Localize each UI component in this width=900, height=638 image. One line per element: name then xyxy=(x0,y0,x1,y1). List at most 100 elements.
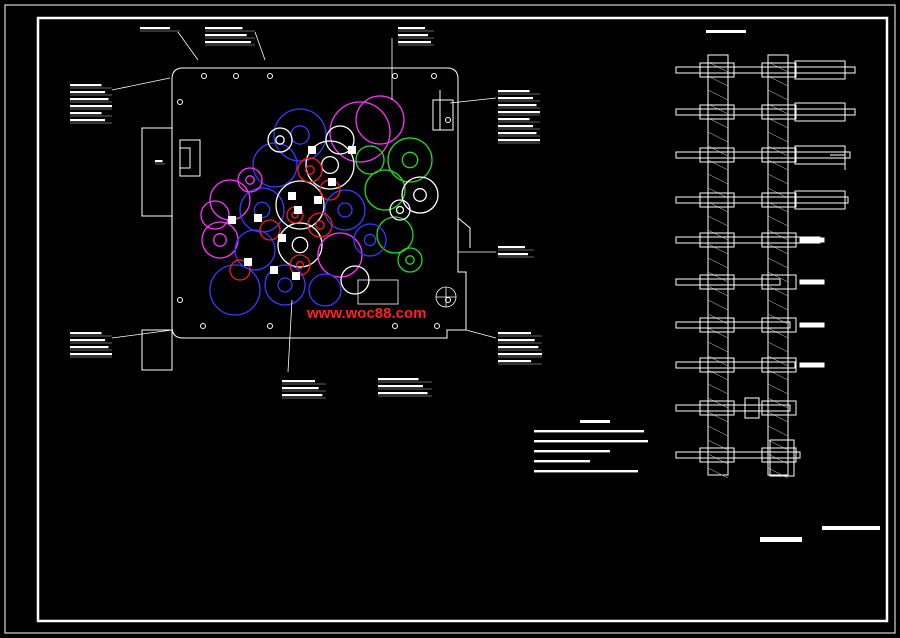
callout-text-line xyxy=(498,346,539,349)
bearing-mark xyxy=(244,258,252,266)
shaft xyxy=(675,274,825,290)
coupling xyxy=(744,397,760,419)
bearing-right xyxy=(761,192,797,208)
shaft xyxy=(675,447,801,463)
gear-circle xyxy=(229,259,251,281)
callout-text-line xyxy=(498,139,540,142)
callout-text-line xyxy=(70,105,112,108)
gear-circle xyxy=(317,232,363,278)
bearing-left xyxy=(699,317,735,333)
shaft xyxy=(675,232,825,248)
gear-hub xyxy=(213,233,227,247)
callout-right-lower xyxy=(498,332,542,365)
gear-circle xyxy=(329,101,391,163)
callout-text-line xyxy=(378,392,428,395)
gear-circle xyxy=(305,140,355,190)
hatch-line xyxy=(767,131,789,143)
notes-line xyxy=(534,430,644,433)
gear-circle xyxy=(401,176,439,214)
shaft-body xyxy=(675,321,791,329)
bearing-mark xyxy=(278,234,286,242)
callout-text-line xyxy=(498,339,535,342)
gear-circle xyxy=(364,169,406,211)
gear-circle xyxy=(376,216,414,254)
callout-text-line xyxy=(205,27,243,30)
gear-circle xyxy=(353,223,387,257)
hatch-line xyxy=(707,327,729,339)
gear-hub xyxy=(401,151,419,169)
callout-text-line xyxy=(70,353,112,356)
section-title-mark xyxy=(706,30,746,33)
gear-circle xyxy=(209,264,261,316)
callout-text-line xyxy=(70,98,109,101)
shaft-body xyxy=(675,66,856,74)
notes-line xyxy=(534,450,610,453)
callout-top-center xyxy=(205,27,255,46)
shaft xyxy=(675,190,849,210)
bearing-left xyxy=(699,357,735,373)
callout-text-line xyxy=(282,394,323,397)
hatch-line xyxy=(707,257,729,269)
shaft-extension xyxy=(794,190,846,210)
gear-circle xyxy=(389,199,411,221)
shaft-body xyxy=(675,451,801,459)
callout-text-line xyxy=(498,90,530,93)
callout-text-line xyxy=(398,41,431,44)
shaft xyxy=(675,357,825,373)
hatch-line xyxy=(767,117,789,129)
hatch-line xyxy=(707,341,729,353)
notes-heading xyxy=(580,420,610,423)
notes-line xyxy=(534,460,590,463)
callout-text-line xyxy=(205,41,251,44)
callout-text-line xyxy=(70,112,102,115)
callout-text-line xyxy=(282,380,315,383)
hatch-line xyxy=(767,425,789,437)
callout-text-blocks xyxy=(70,27,542,399)
hatch-line xyxy=(767,243,789,255)
bearing-right xyxy=(761,357,797,373)
hatch-line xyxy=(767,411,789,423)
gear-hub xyxy=(315,220,325,230)
bearing-mark xyxy=(348,146,356,154)
bearing-left xyxy=(699,62,735,78)
gear-circle xyxy=(264,264,306,306)
bearing-left xyxy=(699,274,735,290)
callout-bottom-right xyxy=(378,378,432,397)
gear-circle xyxy=(273,108,327,162)
hatch-line xyxy=(707,75,729,87)
watermark-text: www.woc88.com xyxy=(306,305,426,322)
hatch-line xyxy=(707,383,729,395)
gear-circle xyxy=(234,229,276,271)
hatch-line xyxy=(707,131,729,143)
shaft xyxy=(675,102,856,122)
gear-hub xyxy=(275,135,285,145)
callout-text-line xyxy=(70,91,105,94)
bearing-right xyxy=(761,104,797,120)
gear-hub xyxy=(405,255,415,265)
bearing-left xyxy=(699,147,735,163)
gear-circle xyxy=(355,145,385,175)
wall-outline xyxy=(707,54,729,476)
drawing-border xyxy=(4,4,896,634)
hatch-line xyxy=(707,271,729,283)
housing-wall-right xyxy=(767,54,789,479)
hatch-line xyxy=(767,299,789,311)
hatch-line xyxy=(767,89,789,101)
callout-top-right xyxy=(398,27,434,46)
bearing-right xyxy=(761,400,797,416)
bearing-left xyxy=(699,104,735,120)
shaft-body xyxy=(675,278,781,286)
title-stamp xyxy=(760,526,880,542)
bearing-mark xyxy=(328,178,336,186)
bearing-left xyxy=(699,232,735,248)
gear-circle xyxy=(252,142,298,188)
bearing-right xyxy=(761,274,797,290)
housing-plate xyxy=(141,67,471,371)
bearing-right xyxy=(761,447,797,463)
hatch-line xyxy=(707,243,729,255)
callout-right-middle xyxy=(498,246,534,258)
gear-circle xyxy=(237,167,263,193)
callout-text-line xyxy=(498,246,525,249)
